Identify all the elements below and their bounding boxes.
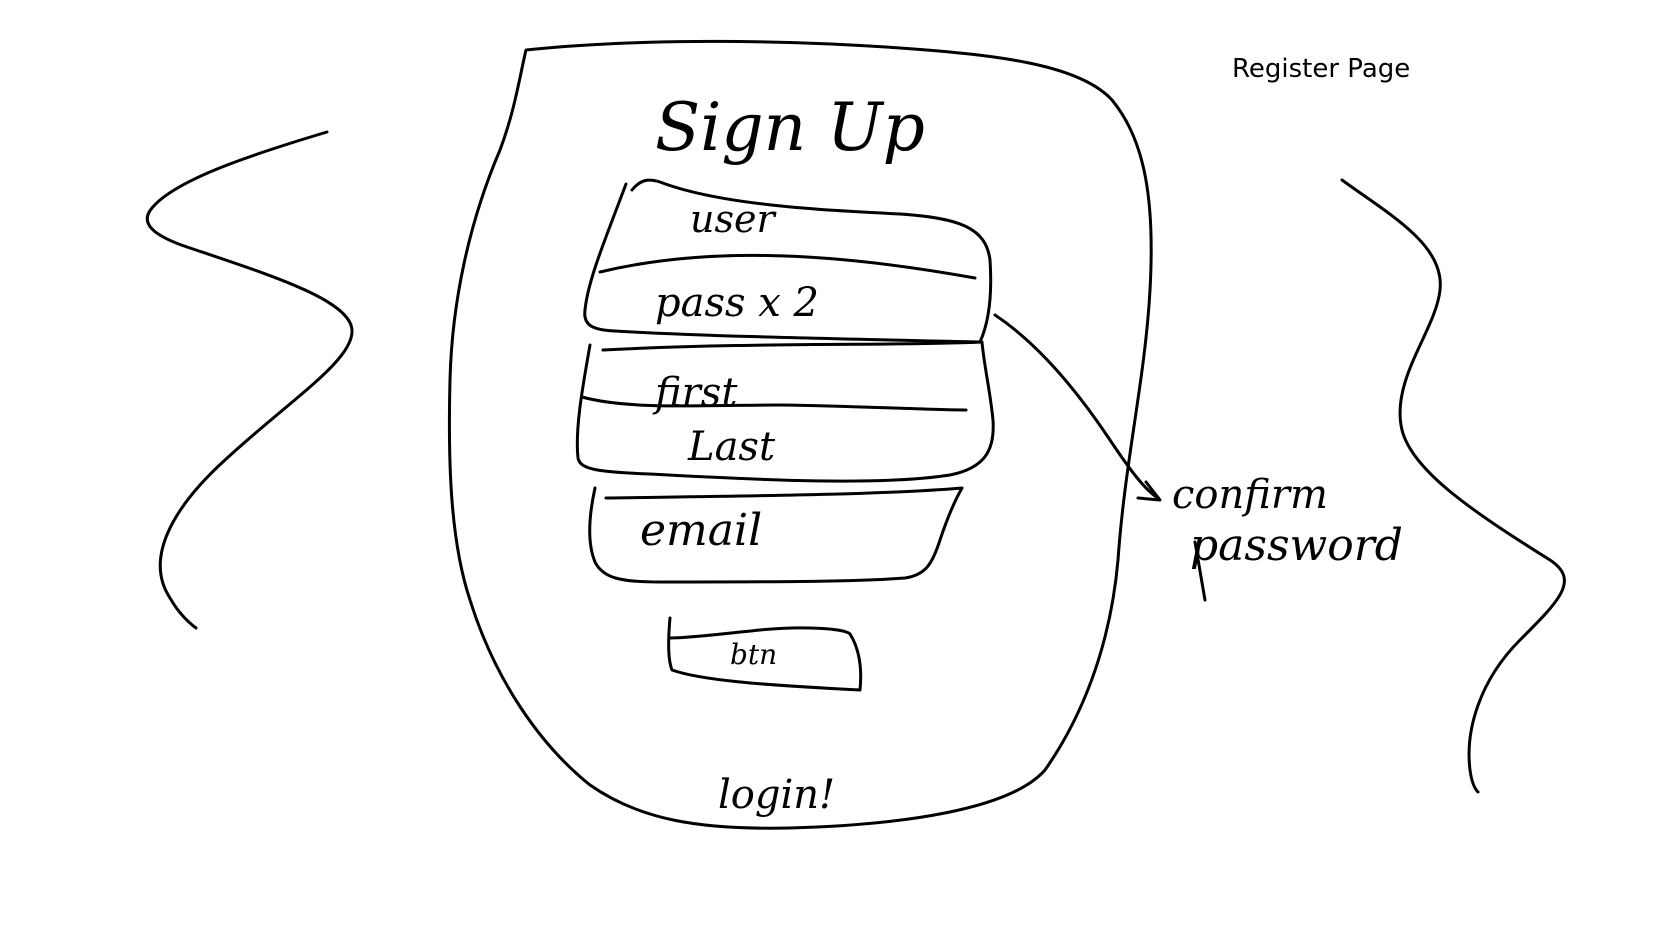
first-name-field-label: first [652,370,738,416]
signup-card-outline [447,39,1153,830]
credentials-field-group-outline[interactable] [583,178,993,344]
signup-heading: Sign Up [655,89,925,166]
last-name-field-label: Last [687,424,776,470]
annotation-arrow [993,313,1160,500]
email-field-outline[interactable] [588,486,964,584]
login-link[interactable]: login! [718,772,835,818]
page-title: Register Page [1232,54,1411,84]
user-field-label: user [690,197,777,241]
submit-button-outline[interactable] [667,616,863,692]
annotation-line-2: password [1190,520,1403,571]
annotation-line-1: confirm [1172,472,1328,518]
annotation-underline-stroke [1193,540,1207,602]
left-decorative-squiggle [145,130,354,630]
submit-button-label[interactable]: btn [730,638,777,671]
right-decorative-squiggle [1340,178,1566,794]
user-password-divider [598,253,977,280]
email-field-label: email [640,505,762,556]
password-field-label: pass x 2 [655,280,819,326]
name-field-group-outline[interactable] [575,340,995,483]
first-last-divider [580,395,968,412]
annotation-arrowhead [1136,480,1162,502]
